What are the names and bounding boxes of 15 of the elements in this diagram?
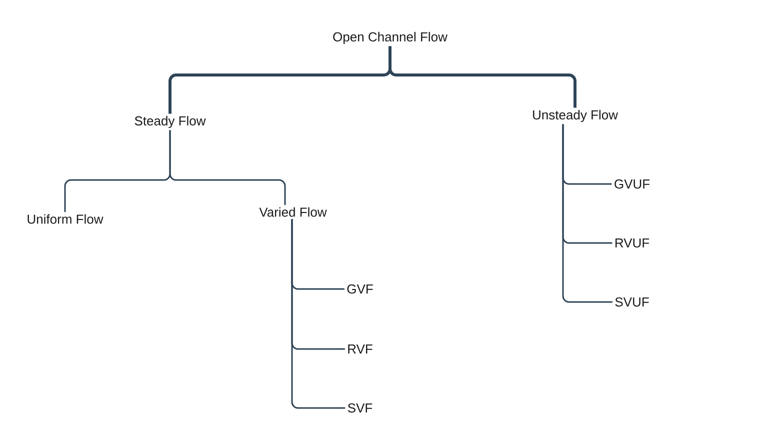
node-label: GVUF (614, 179, 650, 189)
connector (169, 130, 286, 206)
connector (388, 46, 576, 108)
node-label: Uniform Flow (28, 214, 104, 224)
node-label: Steady Flow (134, 116, 206, 128)
node-label: Unsteady Flow (533, 110, 618, 122)
node-label: RVUF (616, 238, 650, 248)
node-label: Varied Flow (259, 207, 327, 217)
node-label: RVF (348, 344, 372, 354)
connector (562, 124, 612, 303)
connector (291, 218, 346, 409)
node-label: SVF (348, 403, 372, 413)
node-label: Open Channel Flow (333, 32, 448, 44)
node-label: GVF (347, 284, 373, 294)
node-label: SVUF (615, 297, 649, 307)
